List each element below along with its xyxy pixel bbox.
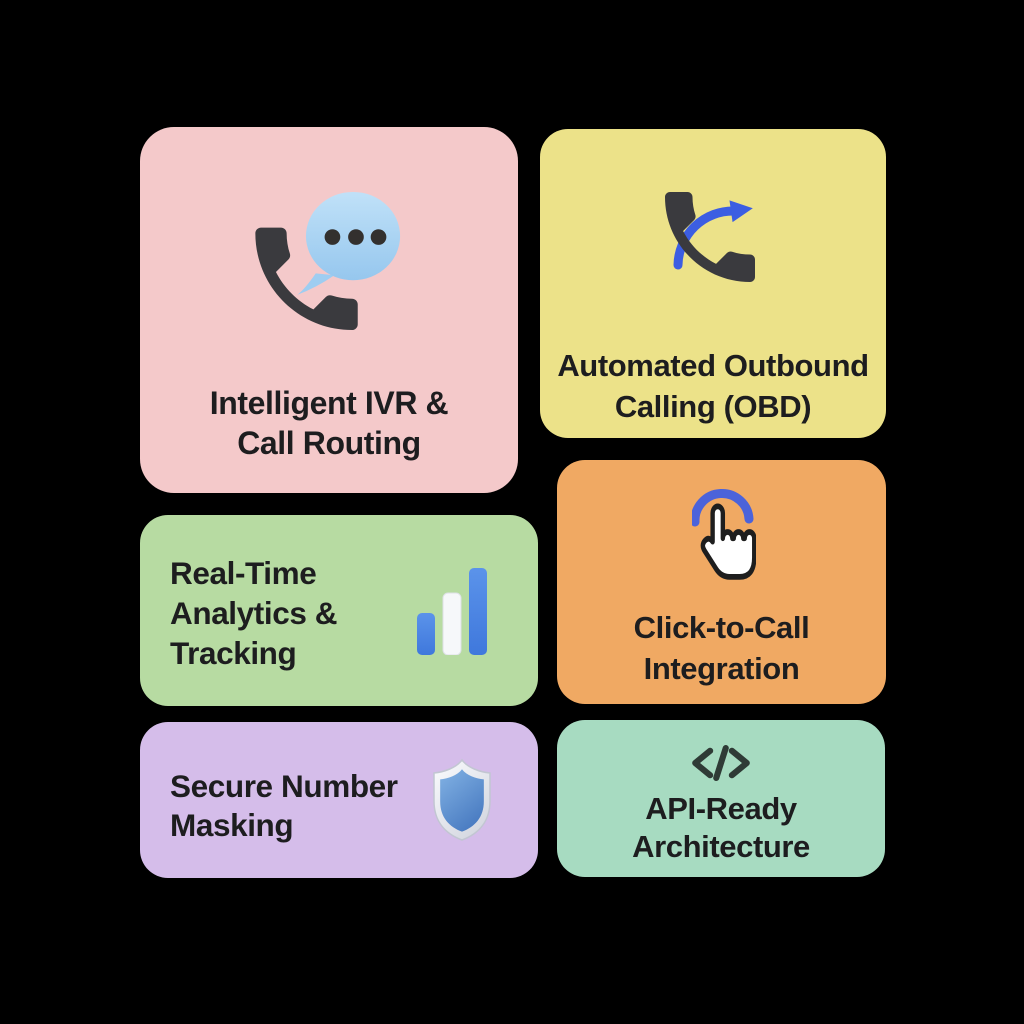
title-line: Architecture <box>632 829 810 864</box>
title-line: API-Ready <box>645 791 797 826</box>
card-title: Secure Number Masking <box>170 767 398 845</box>
card-api-ready: API-Ready Architecture <box>557 720 885 877</box>
card-automated-outbound: Automated Outbound Calling (OBD) <box>540 129 886 438</box>
code-brackets-icon <box>688 744 754 787</box>
title-line: Click-to-Call <box>633 610 810 645</box>
card-click-to-call: Click-to-Call Integration <box>557 460 886 704</box>
card-secure-masking: Secure Number Masking <box>140 722 538 878</box>
card-title: Click-to-Call Integration <box>557 607 886 689</box>
card-title: API-Ready Architecture <box>557 790 885 866</box>
title-line: Integration <box>643 651 800 686</box>
title-line: Intelligent IVR & <box>209 385 449 421</box>
tap-gesture-icon <box>690 486 757 587</box>
title-line: Call Routing <box>237 425 421 461</box>
card-title: Automated Outbound Calling (OBD) <box>540 345 886 427</box>
title-line: Masking <box>170 807 294 843</box>
title-line: Automated Outbound <box>557 348 869 383</box>
phone-outbound-arrow-icon <box>658 183 758 300</box>
title-line: Calling (OBD) <box>614 389 812 424</box>
title-line: Tracking <box>170 635 297 671</box>
title-line: Real-Time <box>170 555 317 591</box>
shield-icon <box>428 758 496 847</box>
title-line: Secure Number <box>170 768 398 804</box>
card-intelligent-ivr: Intelligent IVR & Call Routing <box>140 127 518 493</box>
card-realtime-analytics: Real-Time Analytics & Tracking <box>140 515 538 706</box>
bar-chart-icon <box>417 567 489 660</box>
phone-chat-bubble-icon <box>253 189 405 346</box>
card-title: Intelligent IVR & Call Routing <box>140 383 518 463</box>
card-title: Real-Time Analytics & Tracking <box>170 553 338 673</box>
title-line: Analytics & <box>170 595 338 631</box>
